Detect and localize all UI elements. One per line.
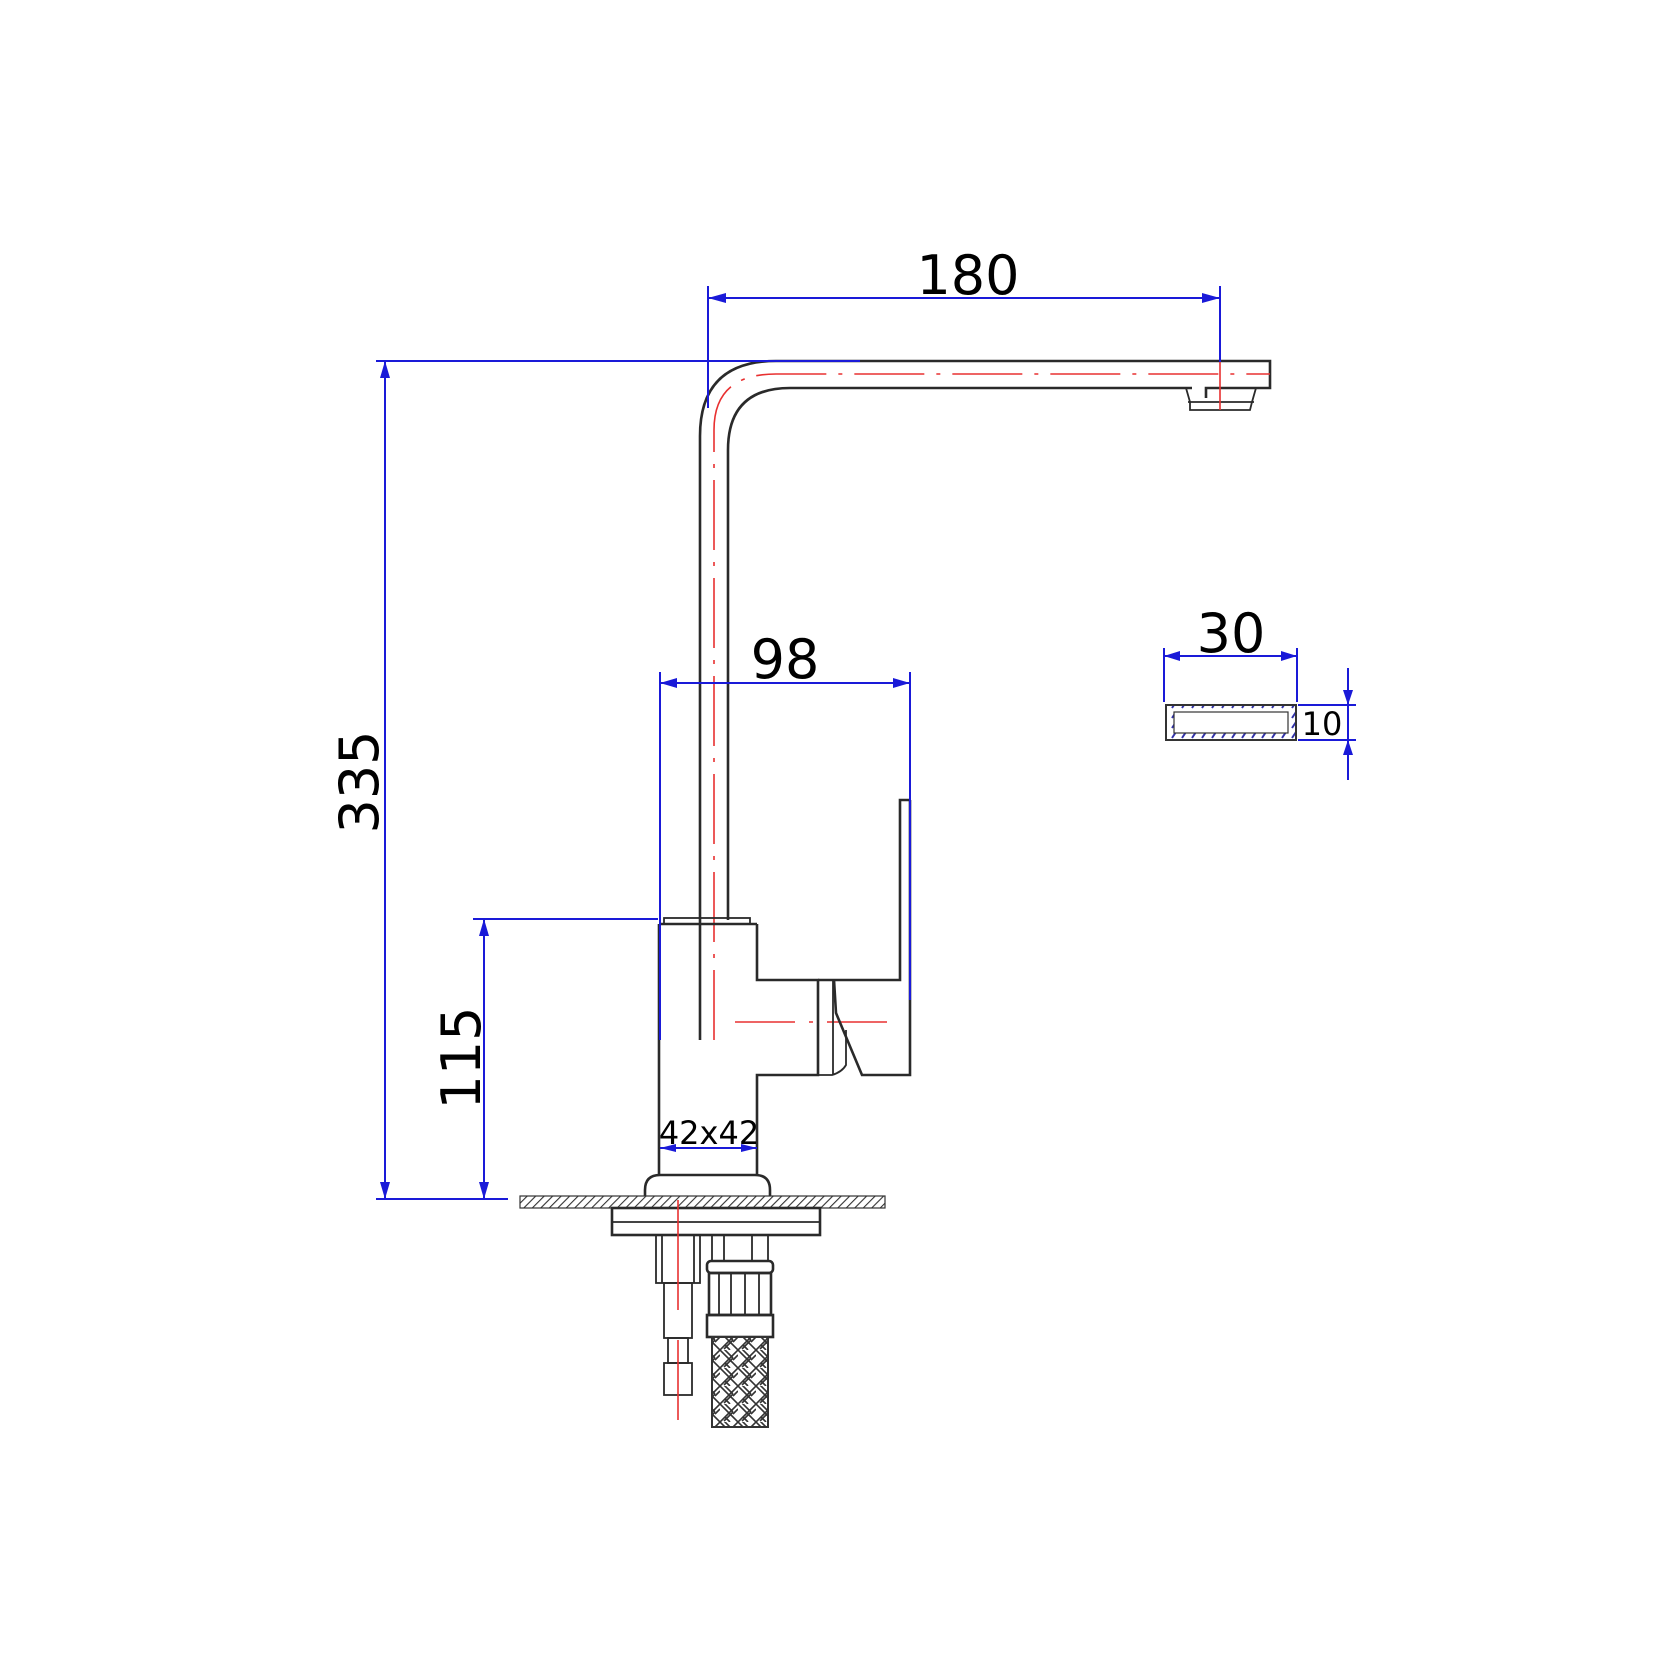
mounting-plate bbox=[610, 1206, 822, 1237]
dim-label-42x42: 42x42 bbox=[659, 1114, 759, 1152]
lever-handle bbox=[818, 798, 912, 1077]
countertop bbox=[519, 1195, 886, 1209]
dim-label-115: 115 bbox=[430, 1006, 493, 1109]
faucet-body bbox=[643, 917, 893, 1205]
aerator bbox=[1185, 387, 1257, 411]
spout-cross-section: 30 10 bbox=[1163, 602, 1356, 780]
dimension-handle-reach: 98 bbox=[659, 628, 911, 1040]
dimension-spout-reach: 180 bbox=[707, 244, 1221, 408]
spout bbox=[698, 359, 1272, 1040]
dim-label-10: 10 bbox=[1302, 705, 1343, 743]
dim-label-30: 30 bbox=[1197, 602, 1266, 665]
braided-hose bbox=[705, 1234, 775, 1428]
dimension-body-height: 115 bbox=[430, 918, 658, 1199]
dimension-body-section: 42x42 bbox=[659, 1114, 759, 1152]
threaded-stud bbox=[655, 1200, 701, 1420]
dim-label-335: 335 bbox=[328, 730, 391, 833]
dimension-total-height: 335 bbox=[328, 360, 860, 1200]
dim-label-180: 180 bbox=[916, 244, 1019, 307]
dim-label-98: 98 bbox=[751, 628, 820, 691]
